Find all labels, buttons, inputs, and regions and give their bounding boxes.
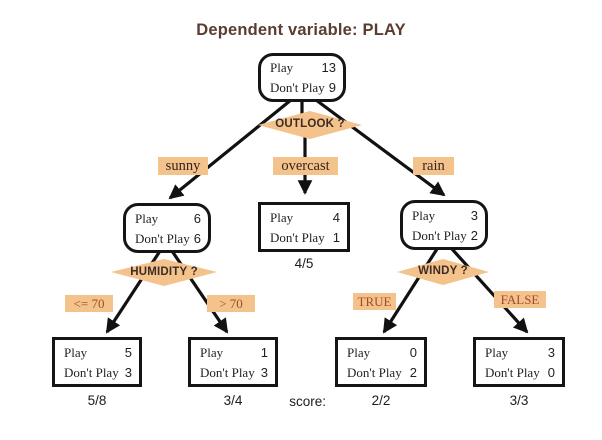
windy-diamond: [397, 259, 489, 285]
row-label: Play: [485, 344, 509, 360]
score-humidity-gt: 3/4: [223, 393, 243, 408]
node-row: Don't Play 3: [191, 363, 275, 382]
row-label: Don't Play: [200, 364, 255, 380]
node-row: Play 3: [403, 206, 485, 225]
node-row: Play 3: [476, 343, 562, 362]
row-label: Don't Play: [347, 364, 402, 380]
edge-windy-true: [382, 248, 439, 334]
score-caption: score:: [289, 394, 326, 409]
row-label: Play: [270, 209, 294, 225]
humidity-diamond: [111, 259, 217, 286]
row-value: 3: [260, 364, 268, 380]
row-value: 9: [328, 80, 336, 95]
outlook-diamond: [258, 111, 362, 139]
node-row: Don't Play 3: [55, 363, 139, 382]
row-value: 3: [547, 344, 555, 360]
row-label: Don't Play: [64, 364, 119, 380]
windy-decision-label: WINDY ?: [418, 265, 468, 277]
score-windy-true: 2/2: [371, 393, 391, 408]
node-leaf-humidity-le: Play 5 Don't Play 3: [52, 337, 142, 387]
node-row: Play 1: [191, 343, 275, 362]
row-value: 3: [124, 364, 132, 380]
node-row: Don't Play 1: [261, 228, 347, 247]
branch-label-windy-true: TRUE: [353, 293, 396, 310]
score-windy-false: 3/3: [509, 393, 529, 408]
node-leaf-windy-false: Play 3 Don't Play 0: [473, 337, 565, 387]
branch-label-humidity-gt: > 70: [207, 295, 255, 312]
node-row: Play 0: [338, 343, 424, 362]
row-value: 0: [409, 344, 417, 360]
outlook-decision-label: OUTLOOK ?: [275, 118, 345, 130]
row-label: Don't Play: [135, 230, 190, 246]
node-leaf-humidity-gt: Play 1 Don't Play 3: [188, 337, 278, 387]
row-label: Don't Play: [270, 229, 325, 245]
row-value: 2: [409, 364, 417, 380]
page-title: Dependent variable: PLAY: [196, 21, 406, 39]
node-row: Don't Play 2: [338, 363, 424, 382]
row-value: 1: [260, 344, 268, 360]
row-value: 4: [332, 209, 340, 225]
branch-label-windy-false: FALSE: [494, 291, 546, 308]
row-value: 13: [321, 60, 336, 75]
row-label: Don't Play: [270, 80, 325, 95]
node-row: Play 5: [55, 343, 139, 362]
row-label: Don't Play: [412, 227, 467, 243]
node-leaf-windy-true: Play 0 Don't Play 2: [335, 337, 427, 387]
edge-windy-false: [450, 247, 529, 334]
branch-label-overcast: overcast: [273, 157, 338, 175]
row-label: Play: [64, 344, 88, 360]
edge-outlook-sunny: [168, 98, 293, 200]
row-value: 5: [124, 344, 132, 360]
row-value: 2: [470, 227, 478, 243]
row-value: 1: [332, 229, 340, 245]
node-row: Don't Play 0: [476, 363, 562, 382]
node-overcast: Play 4 Don't Play 1: [258, 202, 350, 252]
branch-label-rain: rain: [413, 157, 454, 175]
humidity-decision-label: HUMIDITY ?: [130, 266, 198, 278]
row-label: Play: [412, 207, 436, 223]
row-label: Play: [270, 60, 294, 75]
node-row: Play 13: [261, 58, 343, 77]
row-label: Play: [200, 344, 224, 360]
score-humidity-le: 5/8: [87, 393, 107, 408]
score-overcast: 4/5: [294, 256, 314, 271]
row-value: 6: [193, 230, 201, 246]
node-row: Play 6: [126, 209, 208, 228]
row-label: Play: [347, 344, 371, 360]
row-value: 0: [547, 364, 555, 380]
row-label: Don't Play: [485, 364, 540, 380]
branch-label-humidity-le: <= 70: [65, 295, 113, 312]
row-value: 3: [470, 207, 478, 223]
row-value: 6: [193, 210, 201, 226]
node-row: Play 4: [261, 208, 347, 227]
branch-label-sunny: sunny: [158, 157, 208, 175]
edge-outlook-rain: [315, 98, 446, 197]
row-label: Play: [135, 210, 159, 226]
